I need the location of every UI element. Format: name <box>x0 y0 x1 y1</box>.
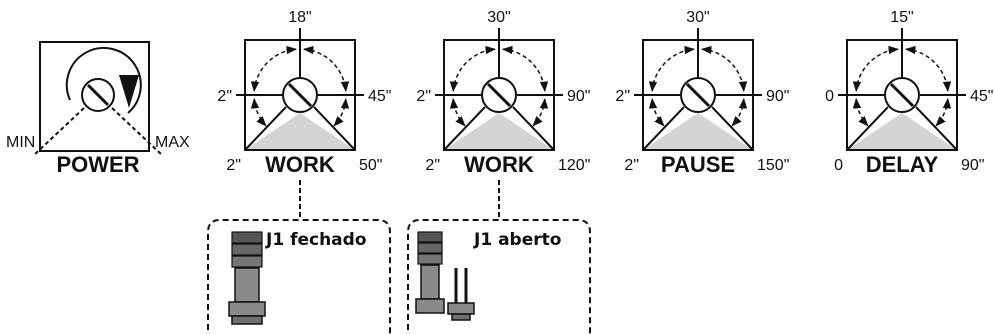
dial-shaded-sector <box>444 113 554 150</box>
dial-right-label: 45" <box>970 88 993 105</box>
dial-shaded-sector <box>643 113 753 150</box>
dial-arc-upper-right <box>700 45 748 93</box>
timer-dials: 18" 2" 45" 2" 50" WORK 30" 2" 90" 2" 120" WORK 30" 2"… <box>217 9 993 177</box>
dial-right-label: 90" <box>567 88 590 105</box>
dial-3: 30" 2" 90" 2" 150" PAUSE <box>615 9 789 177</box>
dial-right-label: 45" <box>368 88 391 105</box>
dial-bottom-right-label: 50" <box>359 157 382 174</box>
dial-diagonal-right <box>915 106 958 151</box>
dial-left-label: 2" <box>416 88 431 105</box>
dial-arc-upper-right <box>904 45 952 93</box>
dial-bottom-left-label: 0 <box>834 157 843 174</box>
dial-top-label: 30" <box>487 9 510 26</box>
dial-bottom-right-label: 90" <box>961 157 984 174</box>
dial-knob-pointer <box>685 82 711 108</box>
dial-arc-upper-right <box>302 45 350 93</box>
jumper-box-closed: J1 fechado <box>207 219 391 334</box>
dial-arc-lower-right <box>532 97 549 127</box>
dial-arc-lower-left <box>250 97 267 127</box>
dial-diagonal-right <box>313 106 356 151</box>
dial-arc-lower-right <box>935 97 952 127</box>
power-knob-pointer <box>86 83 110 107</box>
dial-title: DELAY <box>866 152 939 177</box>
dial-diagonal-left <box>642 106 685 151</box>
dial-knob-pointer <box>889 82 915 108</box>
dial-arc-upper-right <box>501 45 549 93</box>
dial-bottom-right-label: 120" <box>558 157 590 174</box>
dial-bottom-right-label: 150" <box>757 157 789 174</box>
jumper-box-frame <box>207 219 391 334</box>
dial-left-label: 0 <box>825 88 834 105</box>
dial-title: WORK <box>464 152 534 177</box>
jumper-open-icon <box>415 231 475 321</box>
dial-2: 30" 2" 90" 2" 120" WORK <box>416 9 590 177</box>
dial-4: 15" 0 45" 0 90" DELAY <box>825 9 993 177</box>
power-rotation-arrow <box>65 47 142 114</box>
dial-bottom-left-label: 2" <box>425 157 440 174</box>
jumper-box-open: J1 aberto <box>407 219 591 334</box>
dial-arc-upper-left <box>852 45 900 93</box>
dial-shaded-sector <box>847 113 957 150</box>
power-knob: MIN MAX POWER <box>6 41 190 177</box>
dial-arc-lower-right <box>731 97 748 127</box>
jumper-closed-label: J1 fechado <box>265 230 367 250</box>
dial-arc-upper-left <box>250 45 298 93</box>
dial-left-label: 2" <box>615 88 630 105</box>
power-max-line <box>111 107 163 156</box>
dial-top-label: 30" <box>686 9 709 26</box>
dial-top-label: 18" <box>288 9 311 26</box>
dial-arc-lower-right <box>333 97 350 127</box>
dial-diagonal-right <box>512 106 555 151</box>
dial-arc-lower-left <box>449 97 466 127</box>
dial-title: WORK <box>265 152 335 177</box>
power-arrowhead-icon <box>119 75 139 108</box>
power-max-label: MAX <box>155 134 190 151</box>
dial-left-label: 2" <box>217 88 232 105</box>
dial-knob-pointer <box>486 82 512 108</box>
dial-bottom-left-label: 2" <box>226 157 241 174</box>
power-min-label: MIN <box>6 134 35 151</box>
dial-diagonal-left <box>244 106 287 151</box>
dial-knob-pointer <box>287 82 313 108</box>
power-min-line <box>33 107 85 156</box>
dial-title: PAUSE <box>661 152 735 177</box>
dial-diagonal-right <box>711 106 754 151</box>
dial-bottom-left-label: 2" <box>624 157 639 174</box>
jumper-closed-icon <box>228 231 266 325</box>
dial-arc-lower-left <box>648 97 665 127</box>
dial-diagonal-left <box>846 106 889 151</box>
dial-arc-lower-left <box>852 97 869 127</box>
dial-top-label: 15" <box>890 9 913 26</box>
dial-arc-upper-left <box>449 45 497 93</box>
jumper-open-label: J1 aberto <box>473 230 561 250</box>
dial-diagonal-left <box>443 106 486 151</box>
jumper-box-frame <box>407 219 591 334</box>
dial-right-label: 90" <box>766 88 789 105</box>
power-title: POWER <box>56 152 139 177</box>
dial-1: 18" 2" 45" 2" 50" WORK <box>217 9 391 177</box>
dial-shaded-sector <box>245 113 355 150</box>
dial-arc-upper-left <box>648 45 696 93</box>
